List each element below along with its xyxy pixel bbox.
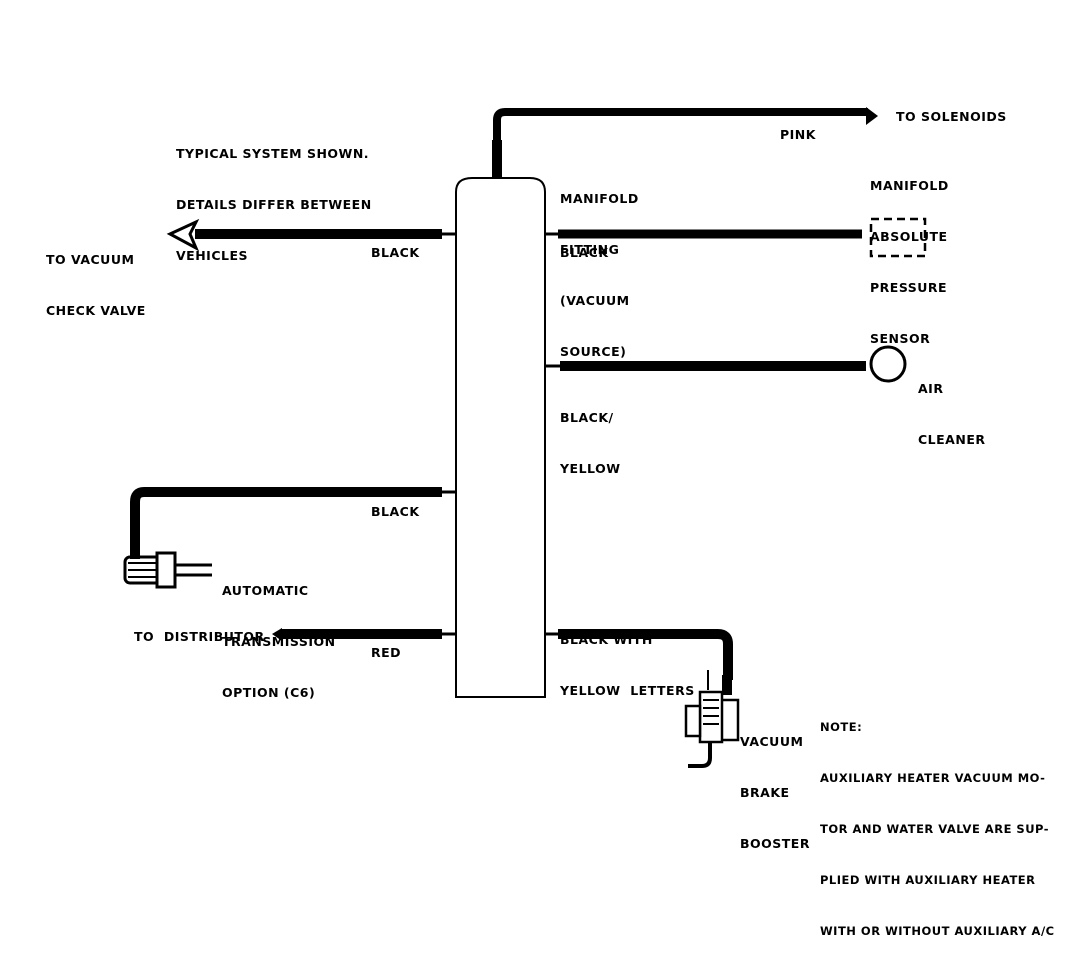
typical-note-line-1: TYPICAL SYSTEM SHOWN.: [176, 146, 370, 161]
black-hose-transmission: [130, 487, 442, 545]
brake-booster-hose: [558, 629, 733, 680]
note-heading: NOTE:: [820, 720, 863, 734]
check-valve-line-2: CHECK VALVE: [46, 303, 146, 318]
automatic-transmission-label: AUTOMATIC TRANSMISSION OPTION (C6): [222, 548, 336, 718]
black-yellow-line-1: BLACK/: [560, 410, 614, 425]
map-sensor-label: MANIFOLD ABSOLUTE PRESSURE SENSOR: [870, 143, 949, 364]
manifold-fitting-line-3: (VACUUM: [560, 293, 630, 308]
vacuum-hose-diagram: [123, 107, 927, 768]
black-label-left-mid: BLACK: [371, 504, 420, 519]
brake-booster-line-1: VACUUM: [740, 734, 804, 749]
typical-note-line-3: VEHICLES: [176, 248, 249, 263]
note-line-4: WITH OR WITHOUT AUXILIARY A/C: [820, 924, 1055, 938]
to-solenoids-label: TO SOLENOIDS: [896, 109, 1007, 124]
air-cleaner-label: AIR CLEANER: [918, 346, 985, 465]
vacuum-manifold: [455, 177, 546, 698]
distributor-arrow-icon: [272, 628, 282, 641]
map-sensor-line-4: SENSOR: [870, 331, 931, 346]
black-with-yellow-line-2: YELLOW LETTERS: [560, 683, 695, 698]
pink-label: PINK: [780, 127, 816, 142]
map-sensor-icon: [869, 217, 927, 258]
pink-hose: [493, 108, 868, 160]
air-cleaner-icon: [869, 345, 907, 383]
note-line-3: PLIED WITH AUXILIARY HEATER: [820, 873, 1036, 887]
black-yellow-line-2: YELLOW: [560, 461, 621, 476]
transmission-line-2: TRANSMISSION: [222, 634, 336, 649]
brake-booster-icon: [684, 670, 740, 768]
to-solenoids-arrow-icon: [866, 107, 878, 125]
black-label-right-top: BLACK: [560, 245, 609, 260]
manifold-fitting-label: MANIFOLD FITTING (VACUUM SOURCE): [560, 156, 639, 377]
black-yellow-label: BLACK/ YELLOW: [560, 375, 621, 494]
air-cleaner-line-1: AIR: [918, 381, 944, 396]
map-sensor-line-3: PRESSURE: [870, 280, 948, 295]
transmission-line-3: OPTION (C6): [222, 685, 316, 700]
manifold-fitting-line-1: MANIFOLD: [560, 191, 639, 206]
typical-system-note: TYPICAL SYSTEM SHOWN. DETAILS DIFFER BET…: [176, 111, 372, 281]
check-valve-line-1: TO VACUUM: [46, 252, 135, 267]
manifold-fitting-line-4: SOURCE): [560, 344, 627, 359]
auxiliary-heater-note: NOTE: AUXILIARY HEATER VACUUM MO- TOR AN…: [820, 685, 1055, 957]
black-with-yellow-line-1: BLACK WITH: [560, 632, 653, 647]
transmission-line-1: AUTOMATIC: [222, 583, 309, 598]
brake-booster-line-3: BOOSTER: [740, 836, 810, 851]
black-label-left-top: BLACK: [371, 245, 420, 260]
note-line-1: AUXILIARY HEATER VACUUM MO-: [820, 771, 1046, 785]
map-sensor-line-2: ABSOLUTE: [870, 229, 948, 244]
vacuum-brake-booster-label: VACUUM BRAKE BOOSTER: [740, 699, 810, 869]
typical-note-line-2: DETAILS DIFFER BETWEEN: [176, 197, 372, 212]
air-cleaner-line-2: CLEANER: [918, 432, 986, 447]
black-with-yellow-letters-label: BLACK WITH YELLOW LETTERS: [560, 597, 695, 716]
check-valve-arrow-icon: [166, 218, 200, 252]
note-line-2: TOR AND WATER VALVE ARE SUP-: [820, 822, 1050, 836]
manifold-fitting-line-2: FITTING: [560, 242, 620, 257]
brake-booster-line-2: BRAKE: [740, 785, 790, 800]
transmission-modulator-icon: [123, 545, 212, 589]
map-sensor-line-1: MANIFOLD: [870, 178, 949, 193]
red-label: RED: [371, 645, 402, 660]
to-distributor-label: TO DISTRIBUTOR: [134, 629, 265, 644]
to-vacuum-check-valve-label: TO VACUUM CHECK VALVE: [46, 217, 146, 336]
